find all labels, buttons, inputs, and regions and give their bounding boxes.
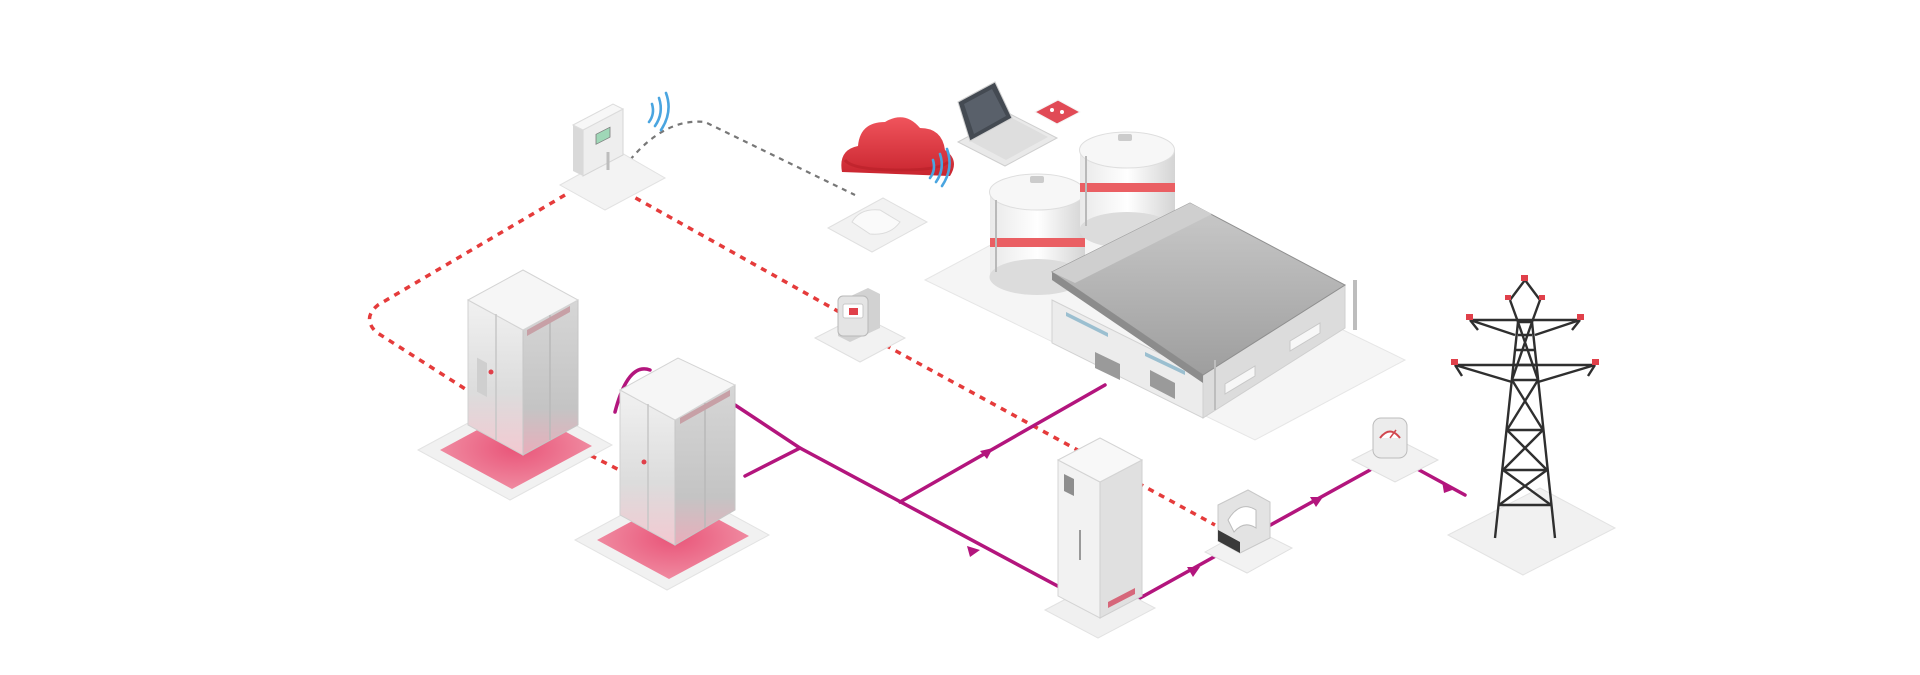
arrow-marker [980, 448, 993, 459]
tower-insulators [1451, 275, 1599, 365]
factory-roof-ridge [1052, 203, 1212, 283]
arrow-marker [1442, 481, 1455, 493]
laptop-icon[interactable] [956, 81, 1059, 167]
comm-link-router-to-meter [624, 190, 851, 320]
comm-link-meter-to-transformer [884, 343, 1216, 527]
power-bus-main [798, 446, 1082, 600]
factory[interactable] [923, 131, 1407, 441]
power-link-cabinet-1 [613, 367, 652, 414]
wifi-icon [647, 91, 670, 132]
grid-cabinet[interactable] [1043, 437, 1157, 639]
storage-cabinet-1[interactable] [416, 269, 614, 501]
arrow-marker [1187, 567, 1200, 577]
cloud-gateway[interactable] [826, 197, 929, 253]
arrow-marker [967, 546, 980, 557]
comm-link-router-to-cabinet-1 [367, 193, 566, 394]
grid-meter[interactable] [1350, 417, 1440, 483]
meter-comm[interactable] [813, 288, 907, 363]
cabinet-side [1099, 459, 1143, 619]
storage-tank-right [1079, 131, 1175, 248]
transmission-tower[interactable] [1446, 275, 1617, 576]
transformer-meter[interactable] [1203, 489, 1294, 574]
storage-cabinet-2[interactable] [573, 357, 771, 591]
tower-base [1446, 487, 1617, 576]
power-flow-arrows [967, 448, 1455, 577]
arrow-marker [1310, 497, 1323, 507]
tablet-icon[interactable] [1033, 99, 1082, 125]
power-links [613, 367, 1467, 600]
cabinet-top [1056, 437, 1144, 483]
power-link-to-factory [898, 383, 1107, 504]
network-link-router-to-cloud-gateway [629, 120, 856, 196]
power-link-cabinet-2 [733, 403, 804, 478]
ems-router[interactable] [558, 103, 667, 211]
wifi-icon [928, 147, 951, 188]
factory-building [1051, 202, 1357, 419]
cloud-icon[interactable] [841, 117, 954, 176]
tower-icon [1453, 278, 1597, 539]
